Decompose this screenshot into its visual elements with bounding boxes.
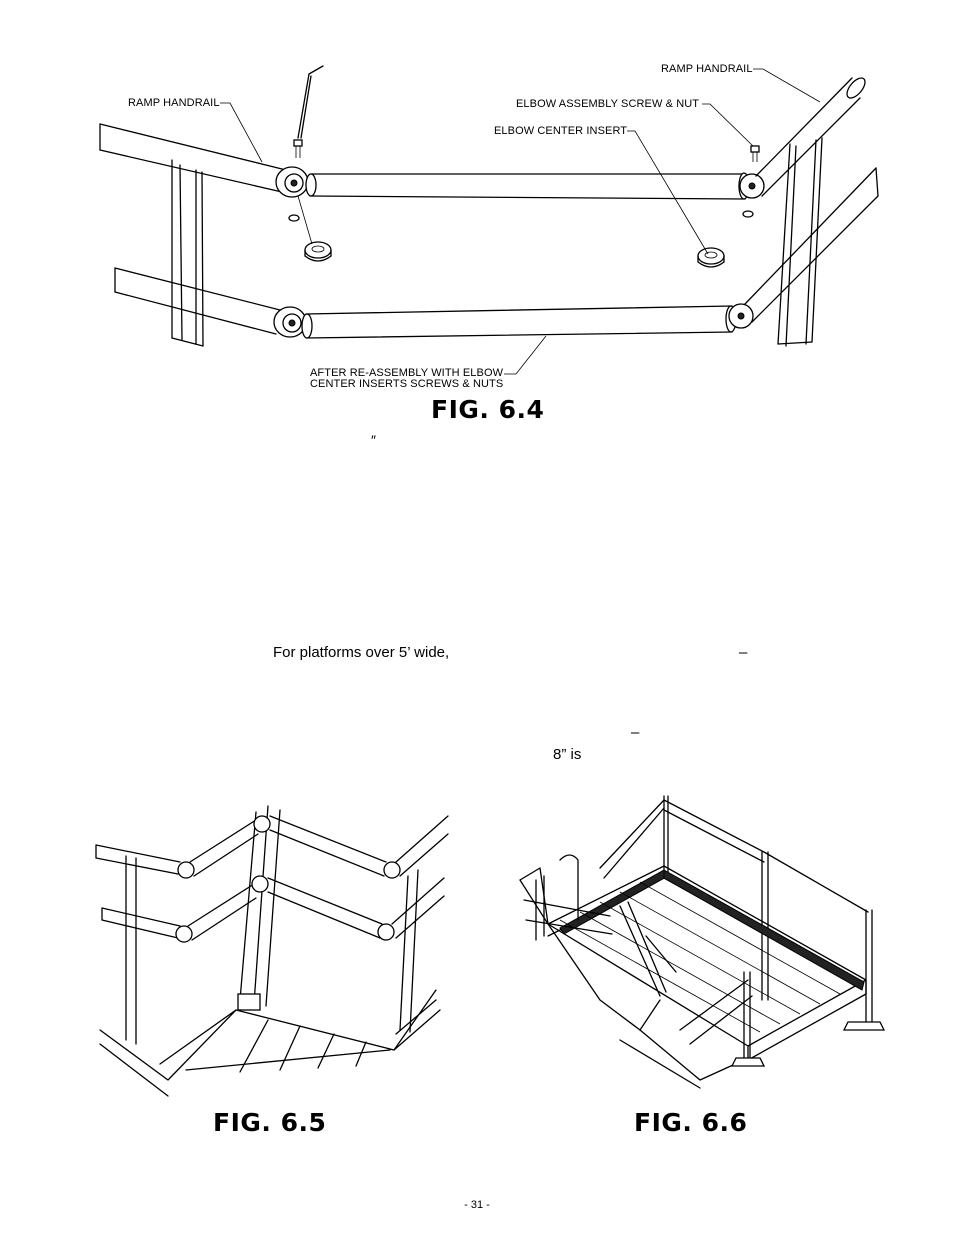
- dash-fragment-1: –: [739, 644, 748, 661]
- inch-mark: ″: [371, 432, 376, 448]
- fig-6-6-title: FIG. 6.6: [634, 1108, 748, 1137]
- callout-elbow-screw-nut: ELBOW ASSEMBLY SCREW & NUT: [516, 98, 700, 110]
- fig-6-5-drawing: [95, 805, 449, 1097]
- callout-after-reassembly-line2: CENTER INSERTS SCREWS & NUTS: [310, 378, 504, 390]
- dash-fragment-2: –: [631, 724, 640, 741]
- page-number: - 31 -: [464, 1199, 490, 1211]
- fig-6-4-drawing: [99, 65, 879, 375]
- eight-inch-text: 8” is: [553, 746, 582, 763]
- callout-ramp-handrail-right: RAMP HANDRAIL: [661, 63, 753, 75]
- fig-6-4-title: FIG. 6.4: [431, 395, 545, 424]
- callout-elbow-center-insert: ELBOW CENTER INSERT: [494, 125, 628, 137]
- callout-ramp-handrail-left: RAMP HANDRAIL: [128, 97, 220, 109]
- platform-width-text: For platforms over 5’ wide,: [273, 644, 450, 661]
- fig-6-5-title: FIG. 6.5: [213, 1108, 327, 1137]
- callout-after-reassembly-line1: AFTER RE-ASSEMBLY WITH ELBOW: [310, 367, 504, 379]
- fig-6-6-drawing: [519, 795, 886, 1089]
